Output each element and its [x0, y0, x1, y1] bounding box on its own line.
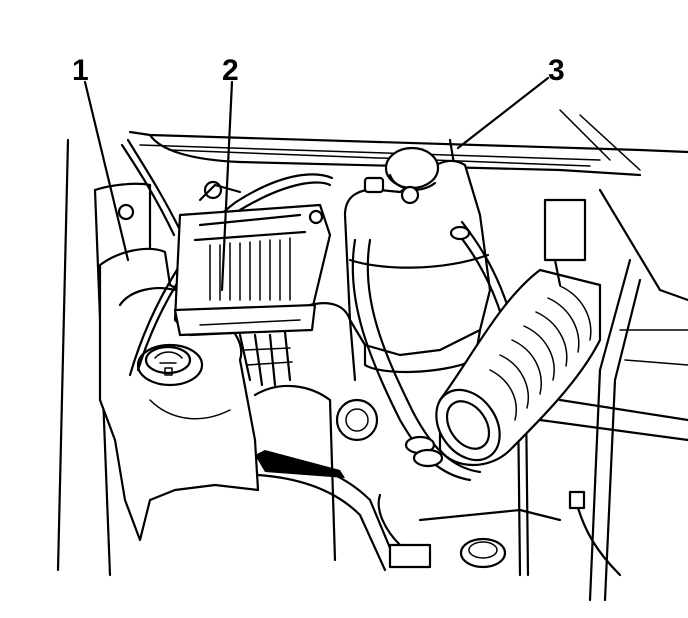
leader-line-2	[220, 80, 234, 292]
coolant-reservoir	[343, 146, 492, 374]
callout-label-1: 1	[72, 54, 89, 87]
right-side-structure	[538, 188, 688, 602]
leader-line-3	[456, 76, 550, 150]
engine-lower-components	[253, 302, 562, 572]
duct-corrugations	[489, 285, 592, 421]
callout-label-3: 3	[548, 54, 565, 87]
air-intake-duct	[435, 198, 602, 467]
cowl-panel	[128, 109, 688, 177]
electrical-relay-module	[173, 180, 332, 387]
callout-label-2: 2	[222, 54, 239, 87]
wire-harness	[238, 330, 293, 387]
leader-line-1	[83, 80, 130, 262]
callout-leaders	[83, 76, 550, 292]
hood-prop-rod	[120, 138, 334, 377]
relay-pins	[209, 237, 291, 301]
